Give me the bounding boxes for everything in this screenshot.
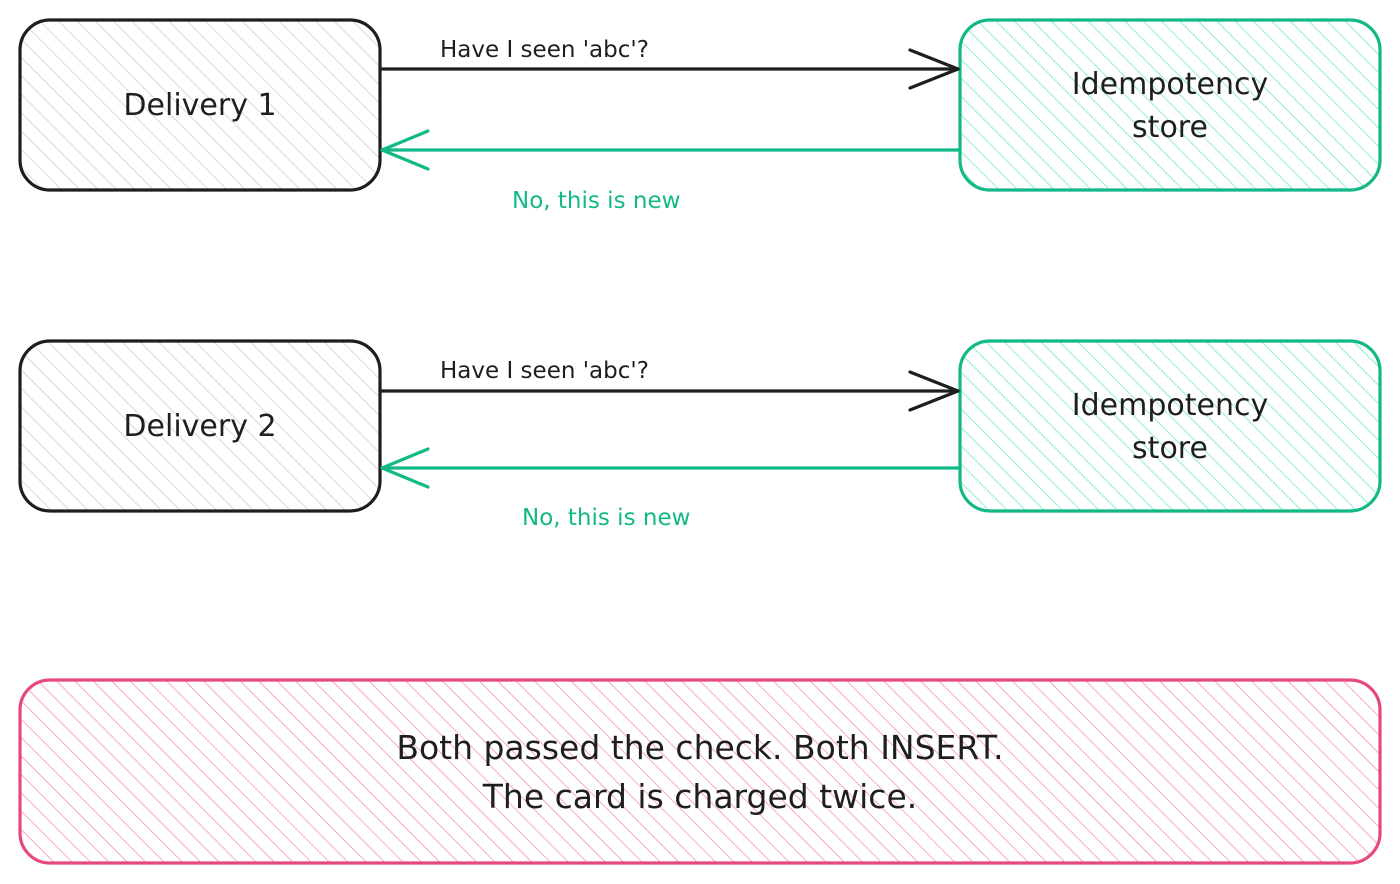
delivery-1-box: Delivery 1 xyxy=(18,18,382,192)
idempotency-store-1-shape xyxy=(958,18,1382,192)
conclusion-line-2: The card is charged twice. xyxy=(482,777,918,816)
idempotency-store-1-box: Idempotency store xyxy=(958,18,1382,192)
idempotency-store-2-line1: Idempotency xyxy=(1072,388,1268,423)
delivery-2-shape xyxy=(18,339,382,513)
idempotency-store-2-line2: store xyxy=(1132,431,1208,466)
response-label-2: No, this is new xyxy=(522,505,690,531)
request-arrow-1-head xyxy=(908,48,960,90)
response-arrow-2: No, this is new xyxy=(380,447,962,531)
conclusion-line-1: Both passed the check. Both INSERT. xyxy=(396,728,1003,767)
idempotency-store-1-line2: store xyxy=(1132,110,1208,145)
response-label-1: No, this is new xyxy=(512,188,680,214)
request-arrow-1: Have I seen 'abc'? xyxy=(378,37,960,90)
flow-1: Delivery 1 Idempotency store Have I seen… xyxy=(18,18,1382,214)
conclusion-banner: Both passed the check. Both INSERT. The … xyxy=(18,678,1382,865)
request-arrow-2: Have I seen 'abc'? xyxy=(378,358,960,412)
flow-2: Delivery 2 Idempotency store Have I seen… xyxy=(18,339,1382,531)
idempotency-store-2-shape xyxy=(958,339,1382,513)
idempotency-store-2-box: Idempotency store xyxy=(958,339,1382,513)
delivery-1-shape xyxy=(18,18,382,192)
response-arrow-1: No, this is new xyxy=(380,129,962,214)
delivery-1-label: Delivery 1 xyxy=(123,88,276,123)
delivery-2-label: Delivery 2 xyxy=(123,409,276,444)
delivery-2-box: Delivery 2 xyxy=(18,339,382,513)
response-arrow-2-head xyxy=(380,447,430,489)
request-label-1: Have I seen 'abc'? xyxy=(440,37,649,63)
response-arrow-1-head xyxy=(380,129,430,171)
idempotency-store-1-line1: Idempotency xyxy=(1072,67,1268,102)
request-label-2: Have I seen 'abc'? xyxy=(440,358,649,384)
conclusion-banner-shape xyxy=(18,678,1382,865)
request-arrow-2-head xyxy=(908,370,960,412)
